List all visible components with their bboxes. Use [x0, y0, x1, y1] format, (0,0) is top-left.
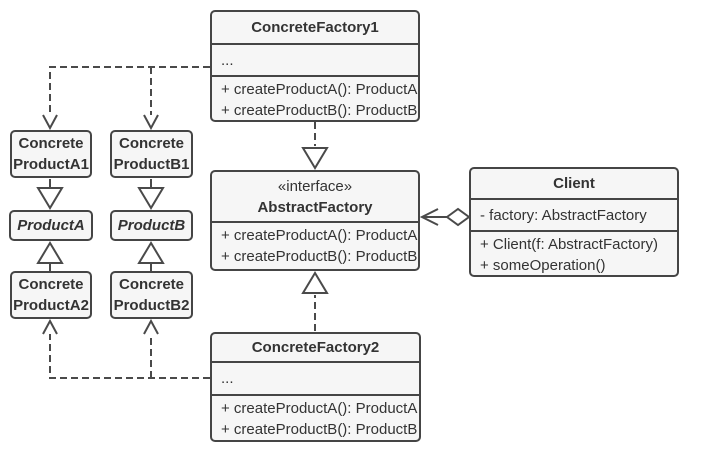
class-concrete-factory-2: ConcreteFactory2 ... + createProductA():… — [210, 332, 421, 442]
open-arrow-icon — [422, 209, 438, 225]
method-some-operation: + someOperation() — [480, 257, 606, 274]
aggregation-client-abstractfactory — [422, 209, 469, 225]
class-title: ConcreteFactory2 — [251, 339, 380, 356]
class-abstract-factory: «interface» AbstractFactory + createProd… — [210, 170, 420, 271]
class-title: ProductA — [17, 217, 85, 234]
class-field-ellipsis: ... — [212, 361, 419, 394]
class-client: Client - factory: AbstractFactory + Clie… — [469, 167, 679, 277]
realization-concretefactory1-abstractfactory — [303, 122, 327, 168]
class-title-line: ProductB1 — [113, 156, 190, 173]
aggregation-diamond-icon — [447, 209, 469, 225]
class-methods: + Client(f: AbstractFactory) + someOpera… — [471, 230, 677, 278]
method-create-product-a: + createProductA(): ProductA — [221, 400, 418, 417]
class-field-ellipsis: ... — [212, 43, 418, 75]
open-arrow-icon — [43, 321, 57, 334]
class-methods: + createProductA(): ProductA + createPro… — [212, 394, 419, 442]
class-title-line: Concrete — [118, 276, 185, 293]
class-concrete-product-b2: Concrete ProductB2 — [110, 271, 193, 319]
class-methods: + createProductA(): ProductA + createPro… — [212, 221, 418, 269]
method-create-product-a: + createProductA(): ProductA — [221, 227, 418, 244]
open-arrow-icon — [144, 115, 158, 128]
class-title-text: AbstractFactory — [257, 198, 373, 216]
class-concrete-factory-1: ConcreteFactory1 ... + createProductA():… — [210, 10, 420, 122]
generalization-concreteproducta1-producta — [38, 179, 62, 208]
dependency-concretefactory2-products — [43, 321, 210, 378]
method-client-constructor: + Client(f: AbstractFactory) — [480, 236, 658, 253]
class-title-line: Concrete — [118, 135, 185, 152]
generalization-concreteproductb1-productb — [139, 179, 163, 208]
open-arrow-icon — [144, 321, 158, 334]
class-title: ProductB — [117, 217, 186, 234]
generalization-concreteproducta2-producta — [38, 243, 62, 271]
class-title-line: ProductA2 — [13, 297, 89, 314]
method-create-product-b: + createProductB(): ProductB — [221, 248, 418, 265]
class-title: ConcreteFactory1 — [251, 19, 379, 36]
method-create-product-a: + createProductA(): ProductA — [221, 81, 418, 98]
open-arrow-icon — [43, 115, 57, 128]
class-concrete-product-a1: Concrete ProductA1 — [10, 130, 92, 178]
method-create-product-b: + createProductB(): ProductB — [221, 421, 418, 438]
class-title-line: Concrete — [18, 276, 84, 293]
class-title-line: ProductA1 — [13, 156, 89, 173]
class-concrete-product-a2: Concrete ProductA2 — [10, 271, 92, 319]
class-title-line: Concrete — [18, 135, 84, 152]
method-create-product-b: + createProductB(): ProductB — [221, 102, 418, 119]
class-title-line: ProductB2 — [113, 297, 190, 314]
class-product-b: ProductB — [110, 210, 193, 241]
class-concrete-product-b1: Concrete ProductB1 — [110, 130, 193, 178]
interface-stereotype: «interface» — [277, 177, 353, 195]
dependency-concretefactory1-products — [43, 67, 210, 128]
class-title: «interface» AbstractFactory — [212, 172, 418, 221]
attribute-factory: - factory: AbstractFactory — [471, 198, 677, 230]
realization-concretefactory2-abstractfactory — [303, 273, 327, 331]
class-product-a: ProductA — [9, 210, 93, 241]
class-methods: + createProductA(): ProductA + createPro… — [212, 75, 418, 123]
class-title: Client — [553, 175, 595, 192]
generalization-concreteproductb2-productb — [139, 243, 163, 271]
